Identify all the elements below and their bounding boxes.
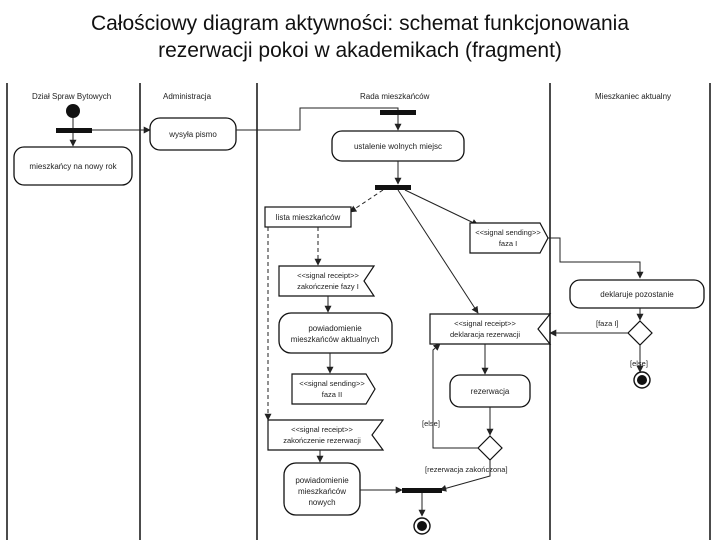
action-mieszkancy-nowy-rok: [13, 146, 133, 186]
flow-fork-to-sending-i: [404, 189, 479, 226]
label-powiadomienie-nowych-2: mieszkańców: [298, 487, 346, 496]
label-ustalenie-wolnych-miejsc: ustalenie wolnych miejsc: [354, 142, 442, 151]
label-powiadomienie-akt-1: powiadomienie: [308, 324, 362, 333]
lane-header-mieszkaniec: Mieszkaniec aktualny: [595, 92, 671, 101]
label-receipt-i-1: <<signal receipt>>: [297, 271, 359, 280]
signal-receipt-zakonczenie-rezerwacji: [267, 419, 385, 451]
fork-bar-middle: [375, 185, 411, 190]
final-node-right: [637, 375, 647, 385]
label-lista-mieszkancow: lista mieszkańców: [276, 213, 341, 222]
final-node-bottom: [417, 521, 427, 531]
label-powiadomienie-nowych-3: nowych: [308, 498, 335, 507]
initial-node: [66, 104, 80, 118]
join-bar-bottom: [402, 488, 442, 493]
label-receipt-dekl-1: <<signal receipt>>: [454, 319, 516, 328]
guard-rezerwacja-zakonczona: [rezerwacja zakończona]: [425, 465, 508, 474]
label-sending-ii-1: <<signal sending>>: [299, 379, 365, 388]
label-powiadomienie-akt-2: mieszkańców aktualnych: [291, 335, 379, 344]
label-deklaruje-1: deklaruje pozostanie: [600, 290, 674, 299]
guard-else-right: [else]: [630, 359, 648, 368]
signal-sending-faza-ii: [291, 373, 376, 405]
decision-faza-i: [627, 320, 653, 346]
label-sending-faza-i-1: <<signal sending>>: [475, 228, 541, 237]
label-receipt-dekl-2: deklaracja rezerwacji: [450, 330, 520, 339]
fork-bar-top: [56, 128, 92, 133]
guard-else-left: [else]: [422, 419, 440, 428]
swimlanes: [6, 83, 711, 540]
flow-fork-to-lista: [349, 189, 384, 213]
label-receipt-i-2: zakończenie fazy I: [297, 282, 359, 291]
fork-bar-rada-top: [380, 110, 416, 115]
label-powiadomienie-nowych-1: powiadomienie: [295, 476, 349, 485]
action-powiadomienie-nowych: [283, 462, 361, 516]
lane-header-rada: Rada mieszkańców: [360, 92, 430, 101]
decision-rezerwacja: [477, 435, 503, 461]
flow-decision-else-loop: [432, 343, 478, 449]
guard-faza-i: [faza I]: [596, 319, 619, 328]
label-rezerwacja: rezerwacja: [471, 387, 510, 396]
action-deklaruje-pozostanie: [569, 279, 705, 309]
label-sending-faza-i-2: faza I: [499, 239, 517, 248]
label-receipt-zak-2: zakończenie rezerwacji: [283, 436, 361, 445]
signal-receipt-deklaracja: [429, 313, 552, 345]
lane-header-dzial: Dział Spraw Bytowych: [32, 92, 111, 101]
object-lista-mieszkancow: [264, 206, 352, 228]
slide-title: Całościowy diagram aktywności: schemat f…: [0, 10, 720, 64]
action-powiadomienie-aktualnych: [278, 312, 393, 354]
action-wysyla-pismo: [149, 117, 237, 151]
label-receipt-zak-1: <<signal receipt>>: [291, 425, 353, 434]
title-line-1: Całościowy diagram aktywności: schemat f…: [90, 12, 630, 35]
flow-decision-to-join: [439, 460, 491, 492]
title-line-2: rezerwacji pokoi w akademikach (fragment…: [158, 39, 562, 62]
label-sending-ii-2: faza II: [322, 390, 342, 399]
lane-header-admin: Administracja: [163, 92, 212, 101]
signal-sending-faza-i: [469, 222, 549, 254]
signal-receipt-zakonczenie-fazy-i: [278, 265, 376, 297]
label-mieszkancy-nowy-rok: mieszkańcy na nowy rok: [29, 162, 117, 171]
flow-fork-to-receipt-deklaracja: [397, 189, 479, 314]
label-wysyla-pismo: wysyła pismo: [168, 130, 217, 139]
flow-sending-to-mieszkaniec: [548, 237, 644, 279]
flow-wysyla-to-ustalenie: [236, 107, 399, 131]
